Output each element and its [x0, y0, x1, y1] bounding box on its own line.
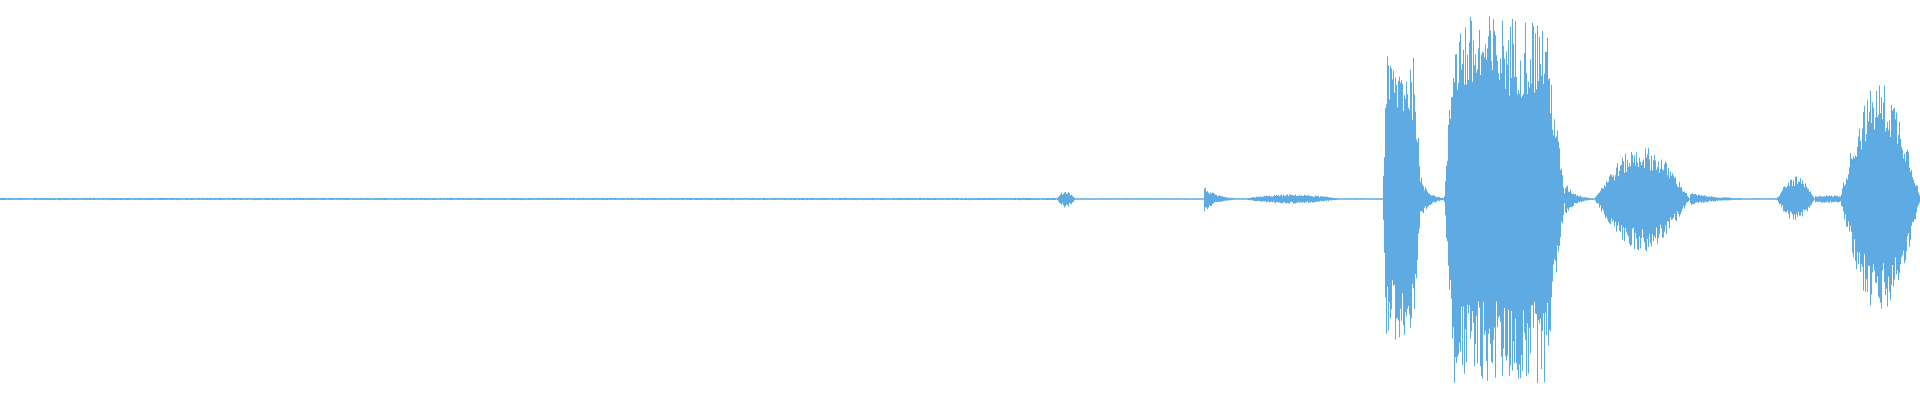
waveform-samples	[0, 16, 1920, 383]
waveform-bars	[0, 16, 1920, 383]
